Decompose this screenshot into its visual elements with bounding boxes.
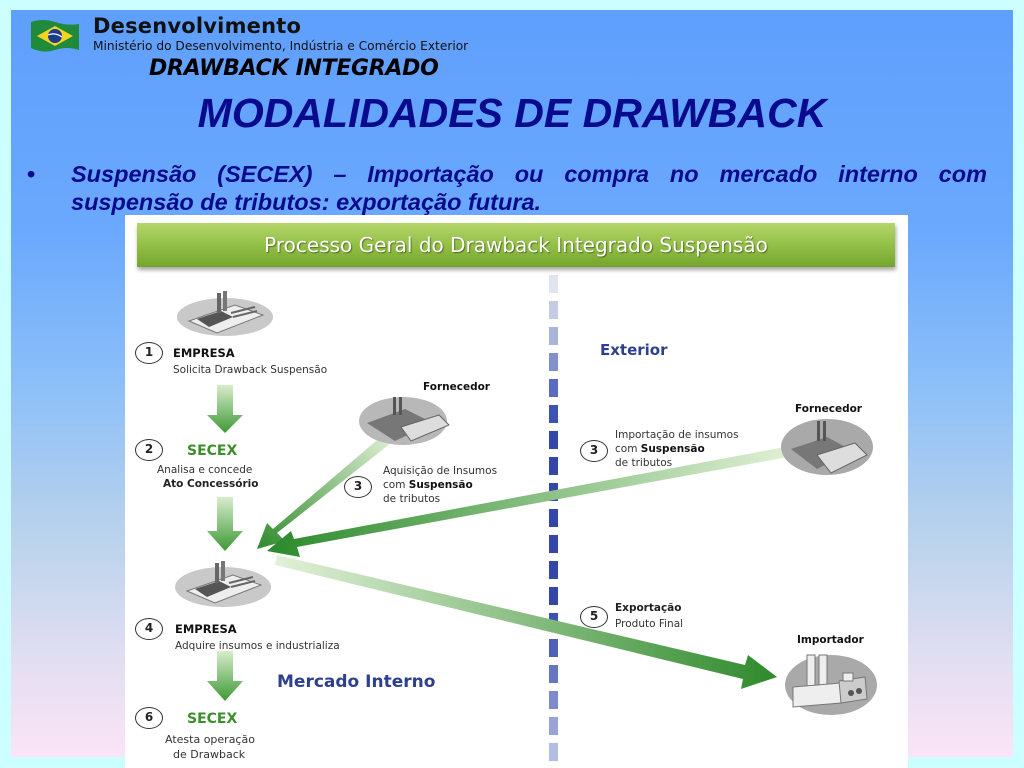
bullet-text: Suspensão (SECEX) – Importação ou compra…	[71, 161, 987, 215]
importer-factory-icon	[781, 647, 881, 724]
supplier-factory-icon	[355, 393, 465, 458]
step-6-desc1: Atesta operação	[165, 733, 255, 746]
supplier-exterior-factory-icon	[777, 415, 877, 486]
org-subtitle: Ministério do Desenvolvimento, Indústria…	[93, 39, 469, 53]
step-6-desc2: de Drawback	[173, 748, 246, 761]
diagram-header: Processo Geral do Drawback Integrado Sus…	[137, 223, 895, 267]
region-domestic-label: Mercado Interno	[277, 672, 436, 692]
step-3-exterior-desc3: de tributos	[615, 457, 673, 469]
arrow-down-4-6	[207, 651, 243, 701]
step-3-domestic-desc1: Aquisição de Insumos	[383, 465, 498, 477]
step-3-domestic-desc3: de tributos	[383, 493, 441, 505]
org-title: Desenvolvimento	[93, 14, 302, 38]
arrow-down-2-4	[207, 497, 243, 551]
arrow-domestic-supply	[257, 435, 391, 549]
step-6-badge: 6	[135, 707, 163, 729]
step-1-desc: Solicita Drawback Suspensão	[173, 364, 328, 376]
bullet-item: • Suspensão (SECEX) – Importação ou comp…	[27, 160, 987, 216]
flow-arrows	[207, 385, 788, 701]
page-title: MODALIDADES DE DRAWBACK	[197, 90, 827, 136]
step-5-badge: 5	[580, 606, 608, 628]
step-2-desc2: Ato Concessório	[163, 478, 259, 490]
step-4-title: EMPRESA	[175, 622, 237, 636]
importer-label: Importador	[797, 634, 864, 646]
step-4-desc: Adquire insumos e industrializa	[175, 640, 340, 652]
arrow-export	[275, 555, 777, 689]
step-3-exterior-desc1: Importação de insumos	[615, 429, 739, 441]
process-diagram: Processo Geral do Drawback Integrado Sus…	[125, 215, 908, 768]
step-3-domestic-desc2: com Suspensão	[383, 479, 473, 491]
arrow-down-1-2	[207, 385, 243, 433]
step-6-title: SECEX	[187, 711, 238, 727]
program-title: DRAWBACK INTEGRADO	[149, 56, 439, 81]
step-3-exterior-desc2: com Suspensão	[615, 443, 705, 455]
step-2-badge: 2	[135, 439, 163, 461]
bullet-symbol: •	[27, 161, 36, 187]
step-5-desc: Produto Final	[615, 618, 684, 630]
step-1-badge: 1	[135, 342, 163, 364]
factory-icon	[175, 287, 275, 342]
step-3-domestic-badge: 3	[344, 476, 372, 498]
step-4-badge: 4	[135, 618, 163, 640]
factory-icon-step-4	[173, 559, 273, 614]
brazil-flag-icon	[29, 18, 81, 54]
step-2-desc1: Analisa e concede	[157, 464, 253, 476]
step-1-title: EMPRESA	[173, 346, 235, 360]
region-exterior-label: Exterior	[600, 341, 668, 359]
step-3-exterior-badge: 3	[580, 440, 608, 462]
arrow-import	[267, 447, 788, 557]
step-5-title: Exportação	[615, 602, 682, 614]
step-2-title: SECEX	[187, 443, 238, 459]
supplier-domestic-label: Fornecedor	[423, 381, 490, 393]
supplier-exterior-label: Fornecedor	[795, 403, 862, 415]
